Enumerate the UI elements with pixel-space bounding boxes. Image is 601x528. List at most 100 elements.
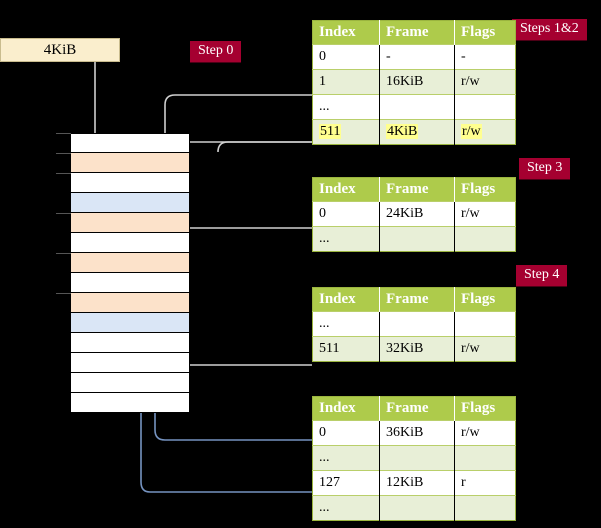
- cell-flags: [454, 226, 516, 252]
- connector-table3-row511: [177, 318, 312, 366]
- cell-flags: [454, 311, 516, 337]
- connector-table1-row511-b: [177, 141, 312, 153]
- memory-row: [70, 193, 190, 213]
- memory-row-tick: [56, 153, 71, 154]
- cell-flags: r/w: [454, 201, 516, 227]
- badge-step0: Step 0: [190, 41, 242, 63]
- table-row: 511 4KiB r/w: [312, 119, 516, 145]
- cell-frame: 24KiB: [379, 201, 455, 227]
- cell-flags: r/w: [454, 420, 516, 446]
- memory-row: [70, 353, 190, 373]
- memory-row: [70, 333, 190, 353]
- cell-frame: [379, 311, 455, 337]
- memory-row-tick: [56, 133, 71, 134]
- source-box-4kib: 4KiB: [0, 38, 120, 62]
- cell-flags: r: [454, 470, 516, 496]
- badge-step4: Step 4: [516, 265, 568, 287]
- col-header-index: Index: [312, 177, 380, 202]
- col-header-flags: Flags: [454, 20, 516, 45]
- cell-flags: [454, 445, 516, 471]
- cell-frame: [379, 226, 455, 252]
- memory-row: [70, 273, 190, 293]
- col-header-index: Index: [312, 287, 380, 312]
- col-header-index: Index: [312, 396, 380, 421]
- connector-table4-row0: [154, 333, 312, 441]
- table-row: ...: [312, 311, 516, 337]
- cell-flags: r/w: [454, 119, 516, 145]
- cell-frame: 4KiB: [379, 119, 455, 145]
- memory-row: [70, 173, 190, 193]
- cell-index: 0: [312, 44, 380, 70]
- cell-frame: [379, 94, 455, 120]
- col-header-index: Index: [312, 20, 380, 45]
- cell-index: 0: [312, 201, 380, 227]
- col-header-frame: Frame: [379, 287, 455, 312]
- cell-index: 127: [312, 470, 380, 496]
- memory-row: [70, 233, 190, 253]
- cell-index: ...: [312, 94, 380, 120]
- memory-row: [70, 293, 190, 313]
- cell-frame: [379, 495, 455, 521]
- cell-index: ...: [312, 445, 380, 471]
- table-row: ...: [312, 226, 516, 252]
- cell-frame: -: [379, 44, 455, 70]
- cell-flags: -: [454, 44, 516, 70]
- col-header-frame: Frame: [379, 177, 455, 202]
- memory-row: [70, 133, 190, 153]
- table-row: ...: [312, 445, 516, 471]
- cell-frame: 16KiB: [379, 69, 455, 95]
- badge-steps-1-2: Steps 1&2: [512, 19, 587, 41]
- memory-row: [70, 373, 190, 393]
- badge-step3: Step 3: [519, 158, 571, 180]
- connector-table1-row1: [164, 94, 312, 140]
- cell-index: ...: [312, 495, 380, 521]
- highlighted-value: 4KiB: [386, 124, 419, 139]
- cell-index: 0: [312, 420, 380, 446]
- memory-grid: [70, 133, 190, 413]
- col-header-frame: Frame: [379, 20, 455, 45]
- connector-table2-row0: [177, 227, 312, 248]
- cell-frame: 12KiB: [379, 470, 455, 496]
- cell-frame: 36KiB: [379, 420, 455, 446]
- cell-flags: r/w: [454, 336, 516, 362]
- cell-index: 511: [312, 336, 380, 362]
- connector-table1-row511: [217, 141, 312, 153]
- highlighted-value: 511: [319, 124, 342, 139]
- table-row: ...: [312, 495, 516, 521]
- cell-index: ...: [312, 226, 380, 252]
- table-row: 0--: [312, 44, 516, 70]
- cell-index: ...: [312, 311, 380, 337]
- memory-row: [70, 313, 190, 333]
- memory-row-tick: [56, 293, 71, 294]
- connector-table4-row127: [140, 222, 312, 493]
- cell-frame: 32KiB: [379, 336, 455, 362]
- memory-row: [70, 153, 190, 173]
- highlighted-value: r/w: [461, 124, 482, 139]
- cell-index: 1: [312, 69, 380, 95]
- cell-flags: r/w: [454, 69, 516, 95]
- source-box-label: 4KiB: [43, 41, 77, 58]
- memory-row-tick: [56, 173, 71, 174]
- memory-row: [70, 393, 190, 413]
- cell-flags: [454, 495, 516, 521]
- table-row: ...: [312, 94, 516, 120]
- memory-row: [70, 213, 190, 233]
- cell-index: 511: [312, 119, 380, 145]
- col-header-frame: Frame: [379, 396, 455, 421]
- col-header-flags: Flags: [454, 396, 516, 421]
- cell-flags: [454, 94, 516, 120]
- memory-row-tick: [56, 213, 71, 214]
- memory-row: [70, 253, 190, 273]
- memory-row-tick: [56, 253, 71, 254]
- col-header-flags: Flags: [454, 177, 516, 202]
